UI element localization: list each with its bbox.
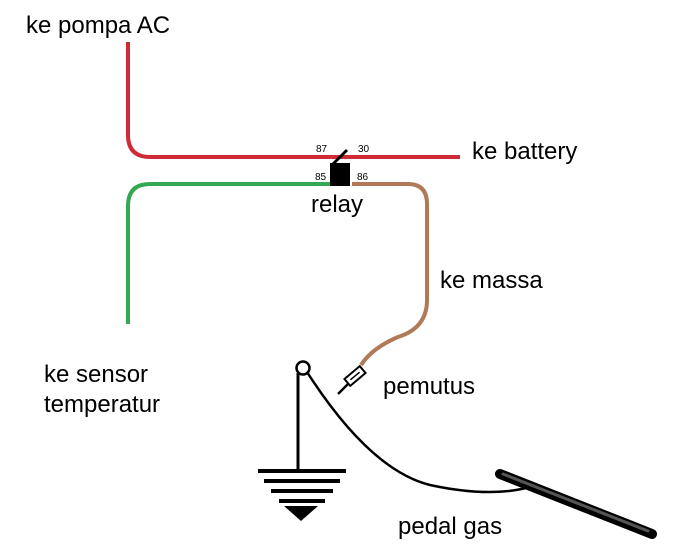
label-ke-sensor-temperatur: ke sensor temperatur — [44, 360, 160, 420]
ground-icon — [258, 469, 346, 521]
relay-pin-87: 87 — [316, 144, 328, 155]
label-ke-pompa-ac: ke pompa AC — [26, 12, 171, 39]
label-pemutus: pemutus — [383, 373, 476, 400]
pivot-icon — [295, 360, 311, 376]
relay-icon — [330, 148, 350, 186]
green-wire — [126, 182, 330, 324]
pedal-arm — [305, 371, 531, 494]
label-pedal-gas: pedal gas — [398, 513, 503, 540]
brown-wire — [352, 182, 429, 367]
label-relay: relay — [311, 191, 364, 218]
label-sensor-line2: temperatur — [44, 391, 161, 418]
label-sensor-line1: ke sensor — [44, 361, 149, 388]
relay-pin-86: 86 — [357, 172, 369, 183]
label-ke-massa: ke massa — [440, 267, 543, 294]
relay-pin-85: 85 — [315, 172, 327, 183]
relay-pin-30: 30 — [358, 144, 370, 155]
switch-icon — [337, 364, 367, 395]
pedal-bar — [495, 469, 657, 539]
label-ke-battery: ke battery — [472, 138, 578, 165]
red-wire — [126, 42, 460, 159]
